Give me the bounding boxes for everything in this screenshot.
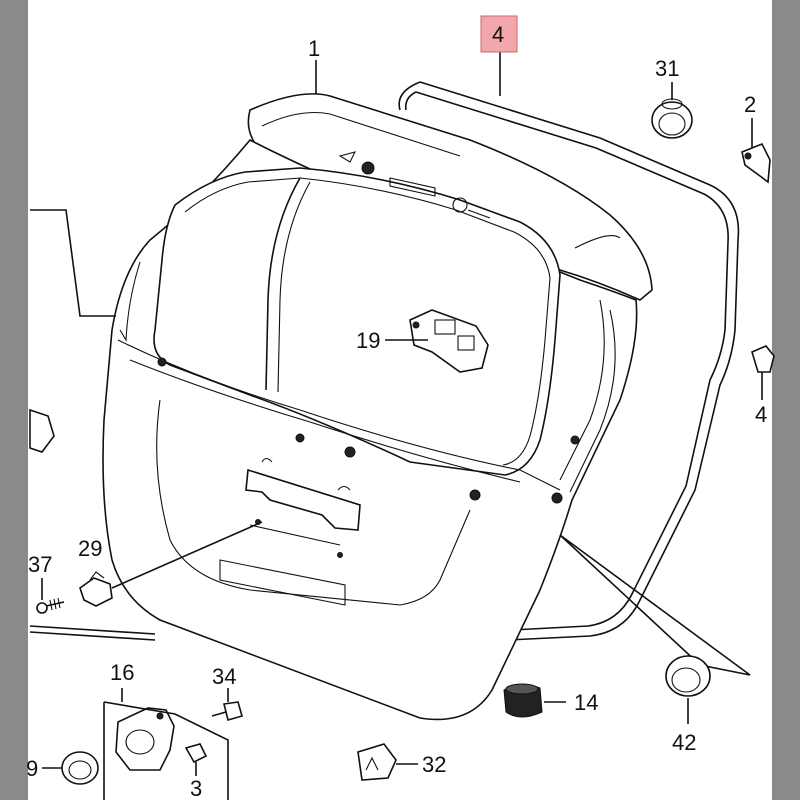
callout-4-highlighted: 4 [492,22,504,47]
clip-2 [741,118,771,184]
callout-31: 31 [655,56,679,81]
bumper-14 [503,683,566,718]
bolt-34 [211,688,243,721]
callout-9: 9 [26,756,38,781]
clip-29 [79,521,263,607]
callout-42: 42 [672,730,696,755]
callout-3: 3 [190,776,202,800]
rod-lower-left [29,625,156,641]
latch-module-19 [385,309,489,373]
callout-32: 32 [422,752,446,777]
lock-actuator-16 [103,688,229,800]
right-gray-bar [772,0,800,800]
grommet-31 [651,82,693,139]
callout-14: 14 [574,690,598,715]
handle-bracket [245,457,361,531]
callout-4-bolt: 4 [755,402,767,427]
callout-29: 29 [78,536,102,561]
grommet-42 [665,655,711,724]
callout-16: 16 [110,660,134,685]
bolt-4 [751,345,775,400]
callout-34: 34 [212,664,236,689]
left-clip-part [29,408,55,453]
leader-42a [559,534,751,676]
callout-2: 2 [744,92,756,117]
tailgate-panel [102,93,653,721]
clip-32 [357,743,418,781]
grommet-9 [42,751,99,785]
screw-37 [36,578,65,614]
weatherstrip-seal [398,81,740,641]
callout-37: 37 [28,552,52,577]
leader-left [30,209,116,317]
callout-4-highlight [480,15,518,53]
callout-1: 1 [308,36,320,61]
nut-3 [184,743,208,776]
callout-19: 19 [356,328,380,353]
left-gray-bar [0,0,28,800]
